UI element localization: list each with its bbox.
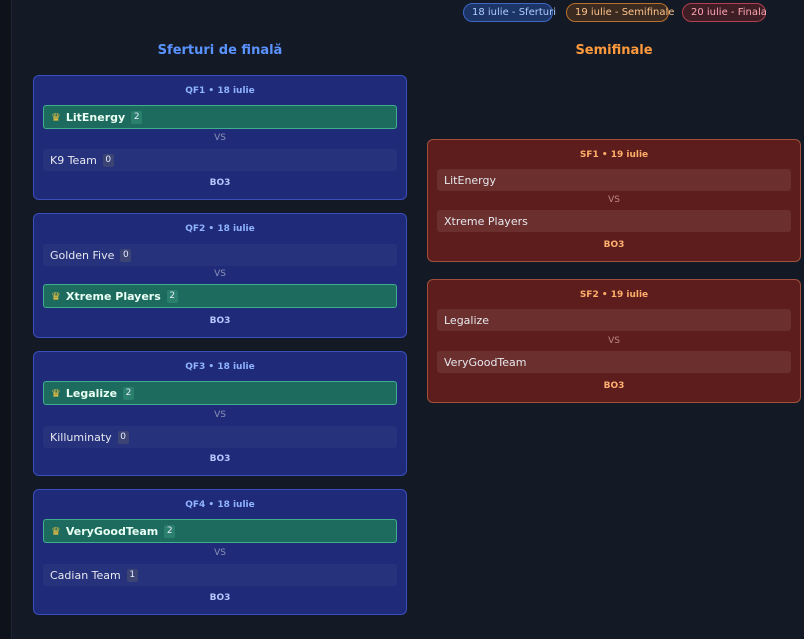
- team-name: Legalize: [65, 386, 118, 400]
- match-format: BO3: [209, 593, 231, 603]
- match-card-qf4[interactable]: QF4 • 18 iulie ♛ VeryGoodTeam 2 VS Cadia…: [33, 489, 407, 615]
- team-name: VeryGoodTeam: [444, 355, 527, 369]
- team-row[interactable]: K9 Team 0: [43, 149, 397, 171]
- match-header: SF1 • 19 iulie: [579, 150, 649, 160]
- match-header: SF2 • 19 iulie: [579, 290, 649, 300]
- quarterfinals-title: Sferturi de finală: [157, 43, 283, 58]
- match-header: QF1 • 18 iulie: [185, 86, 255, 96]
- match-format: BO3: [209, 316, 231, 326]
- vs-label: VS: [608, 195, 620, 205]
- team-name: Cadian Team: [50, 568, 121, 582]
- crown-icon: ♛: [51, 386, 61, 400]
- team-name: VeryGoodTeam: [65, 524, 159, 538]
- crown-icon: ♛: [51, 110, 61, 124]
- team-name: Golden Five: [50, 248, 115, 262]
- team-row[interactable]: LitEnergy: [437, 169, 791, 191]
- team-score: 2: [166, 289, 178, 303]
- team-name: Legalize: [444, 313, 490, 327]
- team-row[interactable]: Killuminaty 0: [43, 426, 397, 448]
- team-score: 2: [123, 386, 135, 400]
- match-format: BO3: [603, 381, 625, 391]
- vs-label: VS: [214, 269, 226, 279]
- team-name: Killuminaty: [50, 430, 112, 444]
- team-row-winner[interactable]: ♛ Xtreme Players 2: [43, 284, 397, 308]
- match-format: BO3: [209, 178, 231, 188]
- team-row[interactable]: Golden Five 0: [43, 244, 397, 266]
- team-row[interactable]: Legalize: [437, 309, 791, 331]
- pill-quarterfinals[interactable]: 18 iulie - Sferturi: [463, 3, 556, 22]
- vs-label: VS: [214, 410, 226, 420]
- match-card-sf2[interactable]: SF2 • 19 iulie Legalize VS VeryGoodTeam …: [427, 279, 801, 403]
- vs-label: VS: [608, 336, 620, 346]
- team-row-winner[interactable]: ♛ Legalize 2: [43, 381, 397, 405]
- team-row-winner[interactable]: ♛ LitEnergy 2: [43, 105, 397, 129]
- match-card-sf1[interactable]: SF1 • 19 iulie LitEnergy VS Xtreme Playe…: [427, 139, 801, 262]
- team-score: 2: [131, 110, 143, 124]
- match-card-qf2[interactable]: QF2 • 18 iulie Golden Five 0 VS ♛ Xtreme…: [33, 213, 407, 338]
- match-format: BO3: [603, 240, 625, 250]
- team-score: 1: [126, 568, 138, 582]
- match-header: QF3 • 18 iulie: [185, 362, 255, 372]
- team-row[interactable]: Xtreme Players: [437, 210, 791, 232]
- team-name: LitEnergy: [444, 173, 497, 187]
- team-row-winner[interactable]: ♛ VeryGoodTeam 2: [43, 519, 397, 543]
- semifinals-title: Semifinale: [575, 43, 653, 58]
- team-score: 0: [117, 430, 129, 444]
- team-name: K9 Team: [50, 153, 97, 167]
- match-card-qf3[interactable]: QF3 • 18 iulie ♛ Legalize 2 VS Killumina…: [33, 351, 407, 476]
- vs-label: VS: [214, 548, 226, 558]
- crown-icon: ♛: [51, 524, 61, 538]
- crown-icon: ♛: [51, 289, 61, 303]
- team-name: Xtreme Players: [65, 289, 161, 303]
- vs-label: VS: [214, 133, 226, 143]
- team-score: 0: [120, 248, 132, 262]
- pill-semifinals[interactable]: 19 iulie - Semifinale: [566, 3, 674, 22]
- pill-final[interactable]: 20 iulie - Finala: [682, 3, 767, 22]
- match-card-qf1[interactable]: QF1 • 18 iulie ♛ LitEnergy 2 VS K9 Team …: [33, 75, 407, 200]
- team-row[interactable]: VeryGoodTeam: [437, 351, 791, 373]
- team-score: 0: [102, 153, 114, 167]
- left-panel-edge: [0, 0, 12, 639]
- stage-legend-pills: 18 iulie - Sferturi 19 iulie - Semifinal…: [463, 3, 767, 22]
- team-score: 2: [164, 524, 176, 538]
- team-name: LitEnergy: [65, 110, 126, 124]
- match-format: BO3: [209, 454, 231, 464]
- team-row[interactable]: Cadian Team 1: [43, 564, 397, 586]
- match-header: QF4 • 18 iulie: [185, 500, 255, 510]
- match-header: QF2 • 18 iulie: [185, 224, 255, 234]
- team-name: Xtreme Players: [444, 214, 528, 228]
